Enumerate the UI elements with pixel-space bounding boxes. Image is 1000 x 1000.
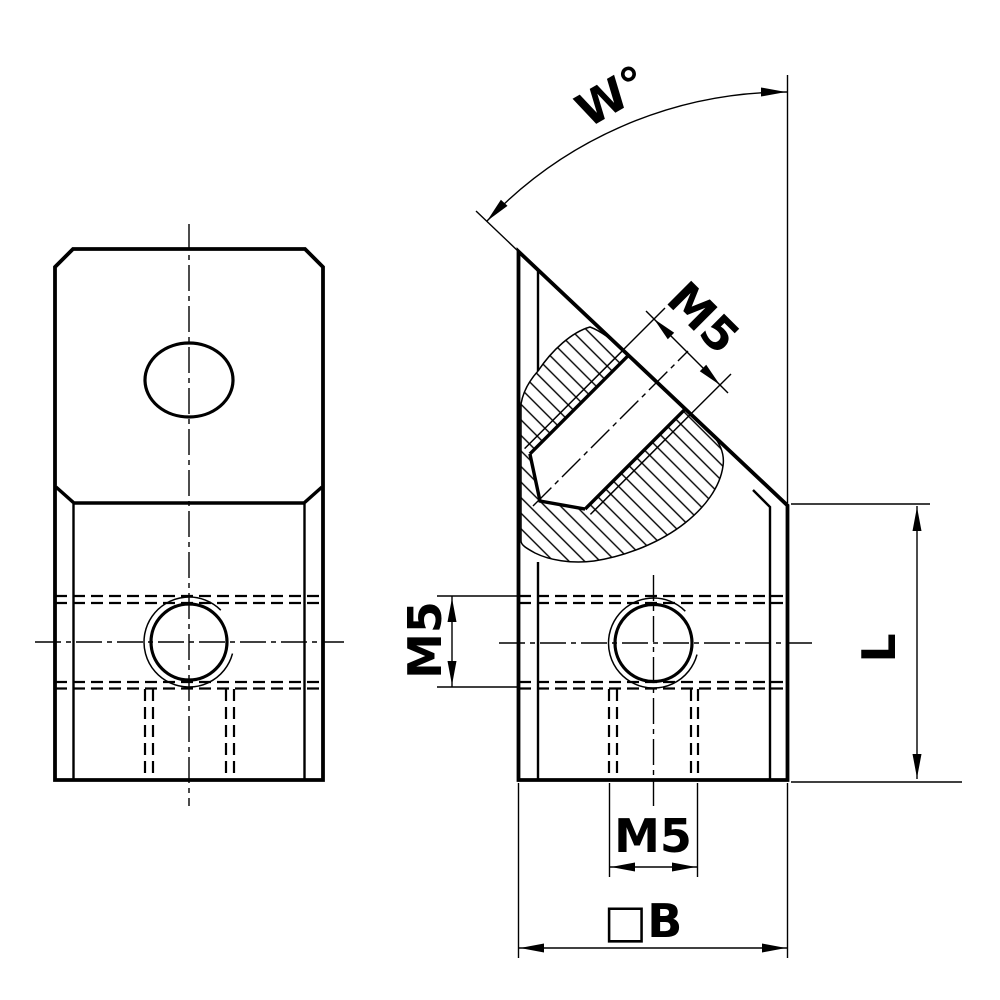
- front-view: [35, 224, 344, 806]
- width-label: □B: [604, 894, 683, 948]
- thread-angled-label: M5: [657, 271, 750, 364]
- dim-arrow: [912, 507, 922, 531]
- dim-arrow: [520, 943, 544, 953]
- dim-arrow: [447, 661, 457, 685]
- dim-arrow: [762, 943, 786, 953]
- arc-arrow-right: [761, 87, 786, 97]
- dim-arrow: [699, 364, 720, 385]
- angle-label: W°: [567, 54, 658, 138]
- thread-bottom-label: M5: [614, 809, 692, 863]
- thread-side-label: M5: [398, 601, 452, 679]
- dim-arrow: [912, 754, 922, 778]
- broken-out-section: [520, 326, 725, 563]
- arc-arrow-left: [487, 199, 508, 221]
- dim-arrow: [672, 862, 696, 872]
- angled-hole-opening: [143, 341, 235, 419]
- dimension-length-l: L: [791, 503, 962, 783]
- dimension-thread-m5-side: M5: [398, 595, 518, 688]
- length-label: L: [852, 633, 906, 662]
- side-view: [499, 247, 812, 808]
- dim-arrow: [654, 319, 675, 340]
- dimension-width-b: □B: [517, 783, 789, 958]
- dim-arrow: [611, 862, 635, 872]
- dimension-thread-m5-bottom: M5: [608, 783, 699, 877]
- dim-arrow: [447, 598, 457, 622]
